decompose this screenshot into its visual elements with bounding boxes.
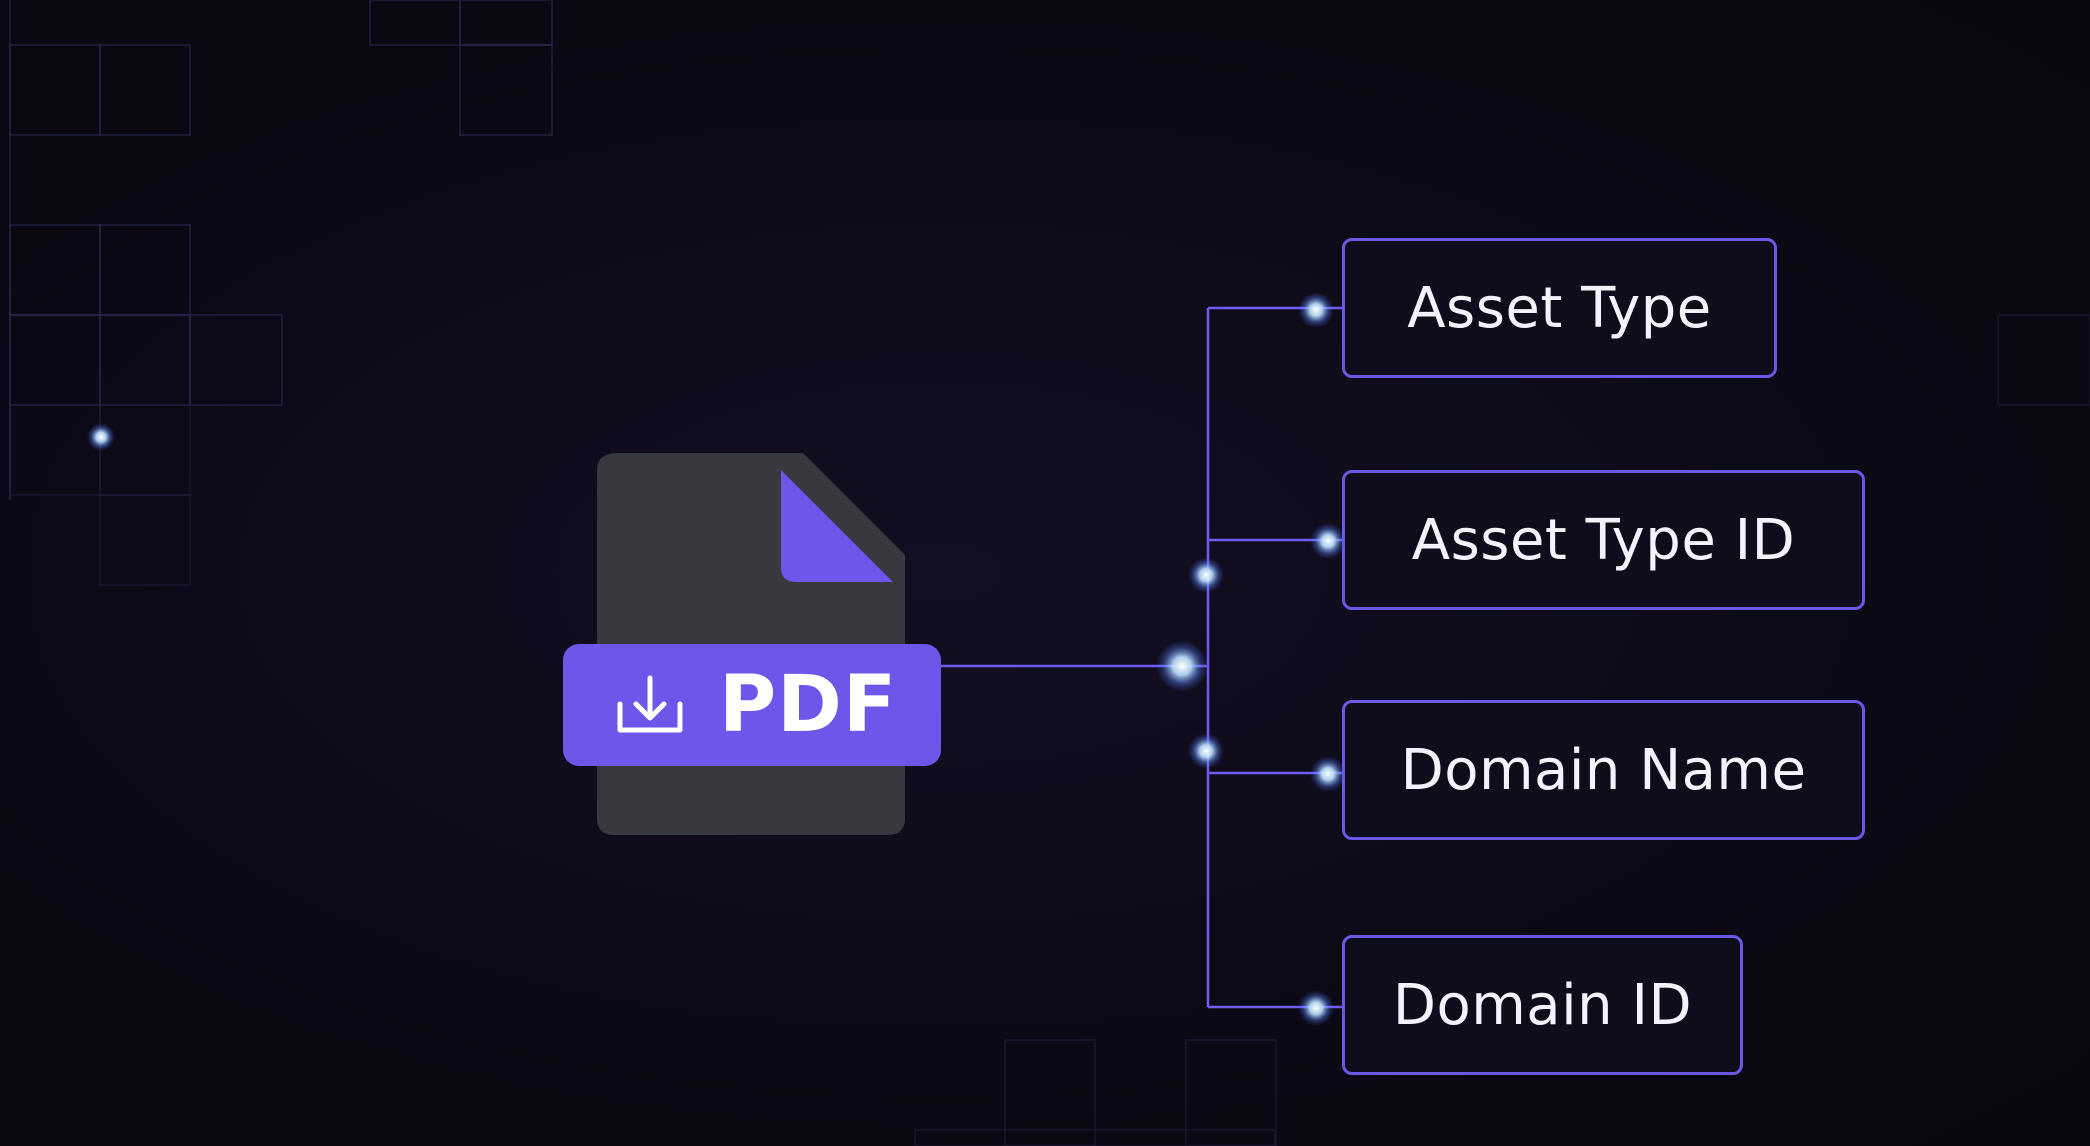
field-label: Asset Type ID	[1411, 507, 1796, 573]
glow-dot	[1310, 756, 1346, 792]
field-label: Asset Type	[1407, 275, 1712, 341]
pdf-label: PDF	[719, 660, 898, 750]
glow-dot	[87, 423, 115, 451]
glow-dot-large	[1156, 640, 1208, 692]
document-fold	[781, 470, 893, 582]
glow-dot	[1188, 557, 1224, 593]
glow-dot	[1188, 733, 1224, 769]
field-box-asset-type: Asset Type	[1342, 238, 1777, 378]
glow-dot	[1298, 990, 1334, 1026]
download-icon	[617, 675, 683, 733]
field-box-domain-id: Domain ID	[1342, 935, 1743, 1075]
glow-dot	[1298, 292, 1334, 328]
glow-dot	[1310, 523, 1346, 559]
field-label: Domain ID	[1392, 972, 1693, 1038]
field-label: Domain Name	[1400, 737, 1807, 803]
field-box-domain-name: Domain Name	[1342, 700, 1865, 840]
pdf-badge: PDF	[563, 644, 941, 766]
field-box-asset-type-id: Asset Type ID	[1342, 470, 1865, 610]
